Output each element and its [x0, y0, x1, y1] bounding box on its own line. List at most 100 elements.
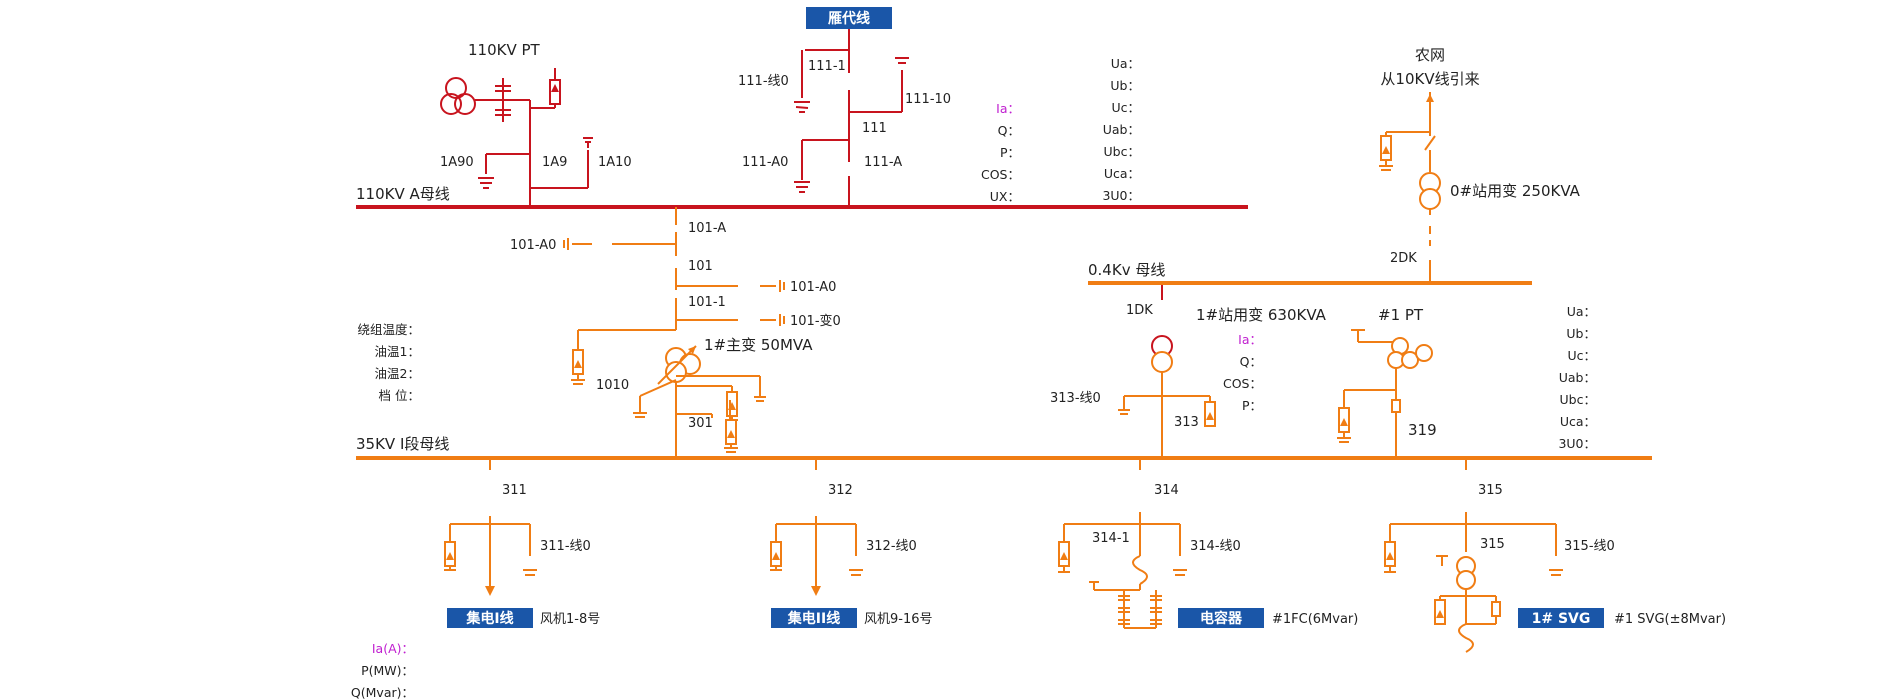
- pt-35kv-icon[interactable]: [1337, 329, 1433, 456]
- farm-source-line2: 从10KV线引来: [1380, 70, 1479, 88]
- switch-111-a0[interactable]: [794, 139, 849, 193]
- switch-1a10-label: 1A10: [598, 155, 632, 170]
- feeder-315-ground-label: 315-线0: [1564, 539, 1615, 554]
- meas-111-cos: COS：: [981, 167, 1020, 182]
- meas-111-uc: Uc：: [1111, 100, 1140, 115]
- pt-35kv-label: #1 PT: [1378, 306, 1424, 324]
- bus-35kv-i-label: 35KV I段母线: [356, 435, 449, 453]
- switch-101-tx0-label: 101-变0: [790, 313, 841, 329]
- pt-35kv-measurements: Ua： Ub： Uc： Uab： Ubc： Uca： 3U0：: [1558, 304, 1596, 451]
- main-transformer-low-side: [675, 375, 766, 456]
- svg-transformer-icon: [1434, 556, 1501, 653]
- bay-101: [577, 207, 738, 350]
- feeder-311-label: 311: [502, 483, 527, 498]
- meas-pt35-uc: Uc：: [1567, 348, 1596, 363]
- main-transformer-label: 1#主变 50MVA: [704, 336, 813, 354]
- feeder-315[interactable]: [1384, 460, 1563, 576]
- pt-110kv-arrester-icon: [529, 68, 561, 154]
- meas-tx-tap-position: 档 位：: [379, 388, 420, 403]
- breaker-111-label: 111: [862, 121, 887, 136]
- meas-111-ubc: Ubc：: [1104, 144, 1140, 159]
- station-transformer-1-icon[interactable]: [1118, 335, 1216, 456]
- line-yandai-button[interactable]: 雁代线: [806, 7, 892, 29]
- feeder-measurements: Ia(A)： P(MW)： Q(Mvar)：: [351, 641, 414, 699]
- switch-301-label: 301: [688, 416, 713, 431]
- feeder-312-button[interactable]: 集电II线: [771, 608, 857, 628]
- feeder-315-id-label: 315: [1478, 483, 1503, 498]
- main-transformer-icon[interactable]: [657, 345, 701, 385]
- switch-111-1-label: 111-1: [808, 59, 846, 74]
- meas-tx-oil-temp2: 油温2：: [375, 366, 420, 381]
- feeder-312-ground-label: 312-线0: [866, 539, 917, 554]
- pt-110kv-transformer-icon[interactable]: [440, 77, 530, 115]
- feeder-312-label: 312: [828, 483, 853, 498]
- bus-04kv-label: 0.4Kv 母线: [1088, 261, 1165, 279]
- meas-st1-ia: Ia：: [1238, 332, 1262, 347]
- line-yandai-label: 雁代线: [828, 10, 870, 27]
- pt-110kv-title: 110KV PT: [468, 41, 541, 59]
- switch-111-a0-label: 111-A0: [742, 155, 788, 170]
- switch-1a90[interactable]: [478, 154, 494, 189]
- feeder-314-label: 314: [1154, 483, 1179, 498]
- station-transformer-0-label: 0#站用变 250KVA: [1450, 182, 1581, 200]
- switch-1a10[interactable]: [530, 137, 593, 189]
- meas-st1-cos: COS：: [1223, 376, 1262, 391]
- meas-111-ux: UX：: [990, 189, 1020, 204]
- switch-101-a0-right[interactable]: [760, 280, 785, 292]
- meas-tx-winding-temp: 绕组温度：: [357, 322, 420, 337]
- switch-313-line0-label: 313-线0: [1050, 391, 1101, 406]
- switch-101-1-label: 101-1: [688, 295, 726, 310]
- meas-st1-p: P：: [1242, 398, 1262, 413]
- meas-feeder-ia: Ia(A)：: [372, 641, 414, 656]
- station-transformer-1-measurements: Ia： Q： COS： P：: [1223, 332, 1262, 413]
- feeder-315-button-label: 1# SVG: [1532, 611, 1591, 627]
- switch-111-10[interactable]: [849, 57, 909, 113]
- feeder-312[interactable]: [770, 460, 863, 596]
- meas-111-p: P：: [1000, 145, 1020, 160]
- switch-1010-label: 1010: [596, 378, 629, 393]
- meas-pt35-ubc: Ubc：: [1560, 392, 1596, 407]
- feeder-315-label: 315: [1480, 537, 1505, 552]
- feeder-311[interactable]: [444, 460, 537, 596]
- switch-111-line0-label: 111-线0: [738, 74, 789, 89]
- feeder-311-button-label: 集电I线: [465, 610, 513, 627]
- switch-1010[interactable]: [633, 379, 677, 418]
- switch-101-a0-left[interactable]: [563, 238, 592, 250]
- main-transformer-arrester-icon: [571, 349, 585, 385]
- switch-1a90-label: 1A90: [440, 155, 474, 170]
- pt-110kv-capacitor-icon: [495, 78, 511, 122]
- feeder-312-desc: 风机9-16号: [864, 612, 933, 627]
- switch-1a9[interactable]: [486, 153, 531, 207]
- switch-2dk-label: 2DK: [1390, 251, 1417, 266]
- feeder-311-button[interactable]: 集电I线: [447, 608, 533, 628]
- feeder-315-button[interactable]: 1# SVG: [1518, 608, 1604, 628]
- farm-source-line1: 农网: [1415, 46, 1445, 64]
- meas-111-ub: Ub：: [1110, 78, 1140, 93]
- main-transformer-measurements: 绕组温度： 油温1： 油温2： 档 位：: [357, 322, 420, 403]
- meas-tx-oil-temp1: 油温1：: [375, 344, 420, 359]
- breaker-101-label: 101: [688, 259, 713, 274]
- meas-pt35-uab: Uab：: [1559, 370, 1596, 385]
- feeder-314-button[interactable]: 电容器: [1178, 608, 1264, 628]
- switch-111-a-label: 111-A: [864, 155, 902, 170]
- meas-feeder-q: Q(Mvar)：: [351, 685, 414, 699]
- meas-111-q: Q：: [998, 123, 1020, 138]
- switch-1a9-label: 1A9: [542, 155, 567, 170]
- meas-pt35-uca: Uca：: [1560, 414, 1596, 429]
- switch-313-label: 313: [1174, 415, 1199, 430]
- feeder-314-desc: #1FC(6Mvar): [1272, 612, 1358, 627]
- station-transformer-0-icon[interactable]: [1419, 172, 1441, 220]
- feeder-314[interactable]: [1058, 460, 1187, 591]
- meas-111-uab: Uab：: [1103, 122, 1140, 137]
- feeder-311-desc: 风机1-8号: [540, 612, 600, 627]
- switch-101-a-label: 101-A: [688, 221, 726, 236]
- switch-101-tx0[interactable]: [760, 314, 785, 326]
- meas-st1-q: Q：: [1240, 354, 1262, 369]
- switch-301[interactable]: [724, 400, 738, 453]
- feeder-311-ground-label: 311-线0: [540, 539, 591, 554]
- switch-1dk-label: 1DK: [1126, 303, 1153, 318]
- bay-111-line: [794, 29, 850, 113]
- meas-pt35-3u0: 3U0：: [1558, 436, 1596, 451]
